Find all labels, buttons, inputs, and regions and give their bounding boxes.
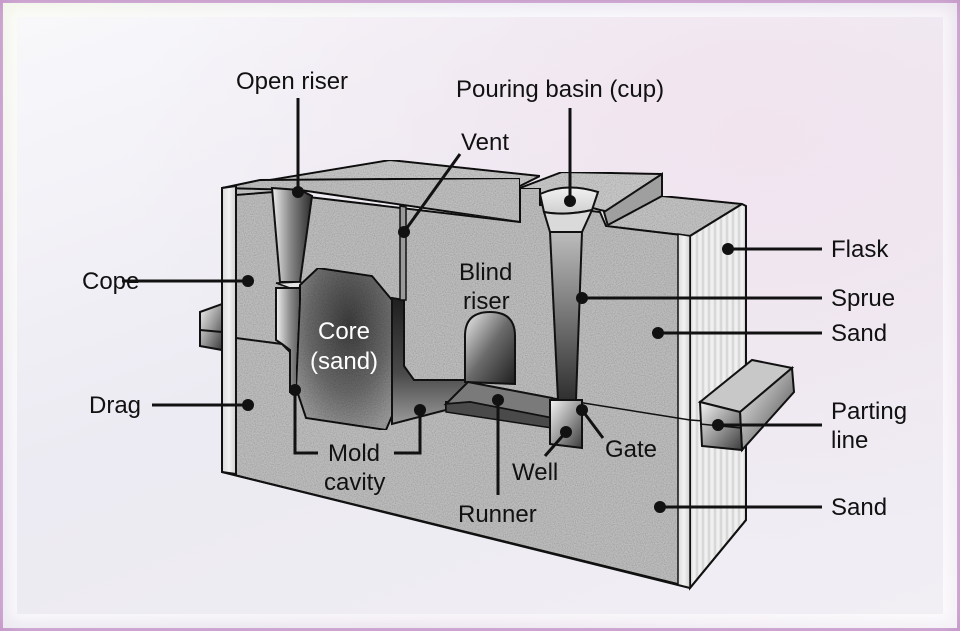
dot-sand-upper xyxy=(652,327,664,339)
label-core-line2: (sand) xyxy=(310,348,378,375)
label-core-line1: Core xyxy=(318,318,370,345)
dot-gate xyxy=(576,404,588,416)
left-guide-pin xyxy=(199,302,223,352)
dot-well xyxy=(560,426,572,438)
flask-right-inner-edge xyxy=(677,233,691,589)
label-pouring-basin: Pouring basin (cup) xyxy=(456,76,664,103)
label-sand-lower: Sand xyxy=(831,494,887,521)
leader-mold-cavity-right xyxy=(394,412,422,455)
label-blind-riser-line1: Blind xyxy=(459,259,512,286)
label-blind-riser-line2: riser xyxy=(463,288,510,315)
dot-cope xyxy=(242,275,254,287)
label-sprue: Sprue xyxy=(831,285,895,312)
label-vent: Vent xyxy=(461,129,509,156)
label-gate: Gate xyxy=(605,436,657,463)
blind-riser xyxy=(464,310,516,386)
well xyxy=(549,399,583,450)
dot-parting-line xyxy=(712,419,724,431)
dot-vent xyxy=(398,226,410,238)
flask-left-edge xyxy=(221,184,237,476)
label-runner: Runner xyxy=(458,501,537,528)
label-well: Well xyxy=(512,459,558,486)
dot-pouring-basin xyxy=(564,195,576,207)
dot-flask xyxy=(722,243,734,255)
label-mold-cavity-line2: cavity xyxy=(324,469,385,496)
core-sand xyxy=(294,266,393,432)
leader-mold-cavity-left xyxy=(293,390,318,455)
dot-sprue xyxy=(576,292,588,304)
label-open-riser: Open riser xyxy=(236,68,348,95)
label-drag: Drag xyxy=(89,392,141,419)
dot-open-riser xyxy=(292,186,304,198)
leader-dots xyxy=(242,186,734,513)
label-flask: Flask xyxy=(831,236,889,263)
label-parting-line-2: line xyxy=(831,427,868,454)
flask-bottom-edge xyxy=(689,519,747,589)
leader-vent xyxy=(402,153,462,233)
mold-bottom-edge xyxy=(221,471,691,589)
dot-mold-cavity-right xyxy=(414,404,426,416)
dot-runner xyxy=(492,394,504,406)
vent-channel xyxy=(399,205,407,301)
dot-drag xyxy=(242,399,254,411)
label-mold-cavity-line1: Mold xyxy=(328,440,380,467)
dot-mold-cavity-left xyxy=(289,384,301,396)
dot-sand-lower xyxy=(654,501,666,513)
label-cope: Cope xyxy=(82,268,139,295)
label-sand-upper: Sand xyxy=(831,320,887,347)
left-pin-split xyxy=(199,329,223,333)
label-parting-line-1: Parting xyxy=(831,398,907,425)
